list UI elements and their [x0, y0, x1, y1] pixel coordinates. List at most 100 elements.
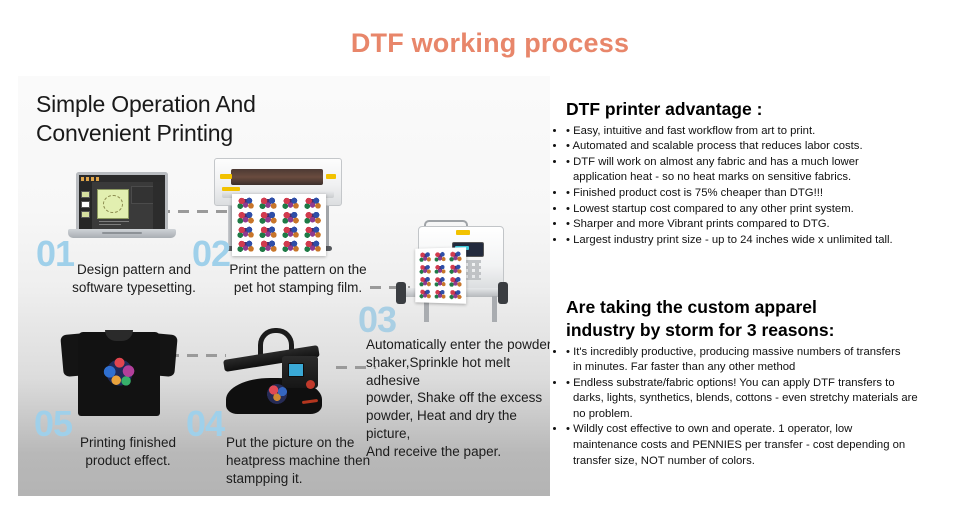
tshirt-collar	[105, 330, 133, 341]
connector-01-02	[140, 210, 232, 213]
print-motif	[260, 384, 294, 404]
step-number-03: 03	[358, 299, 397, 340]
reasons-bullet-list: • It's incredibly productive, producing …	[566, 345, 918, 470]
software-right-rail	[153, 182, 165, 229]
printer-foot-right	[321, 246, 332, 251]
software-toolbar	[79, 175, 165, 182]
printer-label-lower	[222, 187, 240, 191]
print-motif	[279, 239, 301, 253]
laptop-screen	[76, 172, 168, 229]
heat-press-body	[216, 328, 348, 420]
advantage-bullet: • Easy, intuitive and fast workflow from…	[566, 124, 893, 140]
step-text-02: Print the pattern on the pet hot stampin…	[229, 262, 367, 295]
powder-shaker-device	[396, 220, 520, 332]
step-text-04: Put the picture on the heatpress machine…	[226, 435, 371, 486]
reasons-section: Are taking the custom apparel industry b…	[566, 296, 918, 469]
print-motif	[301, 211, 323, 225]
software-thumbnail-3	[81, 211, 90, 218]
print-motif	[257, 211, 279, 225]
print-motif	[301, 197, 323, 211]
laptop-device	[68, 172, 176, 238]
print-motif	[99, 355, 140, 390]
step-number-04: 04	[186, 403, 225, 444]
powdered-film	[415, 247, 467, 304]
print-motif	[448, 250, 464, 263]
tshirt	[60, 324, 178, 416]
print-motif	[279, 225, 301, 239]
reasons-bullet: • Endless substrate/fabric options! You …	[566, 376, 918, 423]
software-canvas	[97, 189, 129, 219]
software-text-line-2	[99, 224, 121, 225]
shaker-leg-right	[492, 296, 497, 322]
reasons-heading: Are taking the custom apparel industry b…	[566, 297, 835, 340]
heat-press-display	[288, 363, 304, 377]
print-motif	[448, 288, 464, 301]
print-motif	[235, 225, 257, 239]
print-motif	[432, 250, 448, 263]
advantage-bullet: • Sharper and more Vibrant prints compar…	[566, 217, 893, 233]
print-motif	[418, 251, 432, 263]
printer-label-left	[220, 174, 232, 179]
shaker-handle	[424, 220, 468, 228]
step-number-01: 01	[36, 233, 75, 274]
advantage-bullet-list: • Easy, intuitive and fast workflow from…	[566, 124, 893, 249]
shaker-roller-end-left	[396, 282, 406, 304]
advantage-heading: DTF printer advantage :	[566, 99, 763, 119]
print-motif	[235, 197, 257, 211]
advantage-section: DTF printer advantage : • Easy, intuitiv…	[566, 98, 893, 248]
print-motif	[257, 239, 279, 253]
infographic-heading: Simple Operation And Convenient Printing	[36, 91, 256, 147]
page-title: DTF working process	[350, 28, 630, 58]
shaker-roller-end-right	[498, 282, 508, 304]
print-motif	[432, 288, 448, 301]
print-motif	[301, 225, 323, 239]
dtf-printer-device	[214, 158, 344, 258]
laptop-base	[68, 229, 176, 238]
shaker-label	[456, 230, 470, 235]
print-motif	[257, 225, 279, 239]
software-thumbnail-1	[81, 191, 90, 198]
print-motif	[432, 275, 448, 288]
printer-leg-right	[324, 206, 329, 248]
heat-press-power-button	[306, 380, 315, 389]
software-toolbar-buttons	[81, 176, 99, 181]
heat-press-arm	[258, 328, 294, 362]
software-thumbnail-2	[81, 201, 90, 208]
print-motif	[432, 263, 448, 276]
print-motif	[235, 211, 257, 225]
software-properties-panel	[131, 186, 155, 204]
printer-window	[231, 169, 323, 185]
print-motif	[257, 197, 279, 211]
printer-foot-left	[225, 246, 236, 251]
print-motif	[235, 239, 257, 253]
advantage-bullet: • Lowest startup cost compared to any ot…	[566, 202, 893, 218]
printer-label-right	[326, 174, 336, 179]
reasons-bullet: • Wildly cost effective to own and opera…	[566, 422, 918, 469]
advantage-bullet: • Finished product cost is 75% cheaper t…	[566, 186, 893, 202]
print-motif	[418, 275, 432, 288]
advantage-bullet: • DTF will work on almost any fabric and…	[566, 155, 893, 186]
printed-film-sheet	[232, 194, 326, 256]
printer-leg-left	[228, 206, 233, 248]
infographic-panel: Simple Operation And Convenient Printing…	[18, 76, 550, 496]
print-motif	[418, 263, 432, 276]
connector-03-04	[336, 366, 376, 369]
connector-04-05	[168, 354, 226, 357]
step-text-01: Design pattern and software typesetting.	[72, 262, 196, 295]
step-text-03: Automatically enter the powder shaker,Sp…	[366, 337, 550, 459]
print-motif	[279, 211, 301, 225]
advantage-bullet: • Automated and scalable process that re…	[566, 139, 893, 155]
print-motif	[279, 197, 301, 211]
reasons-bullet: • It's incredibly productive, producing …	[566, 345, 918, 376]
print-motif	[301, 239, 323, 253]
print-motif	[418, 288, 432, 300]
shaker-leg-left	[424, 296, 429, 322]
print-motif	[448, 263, 464, 275]
step-text-05: Printing finished product effect.	[79, 435, 177, 468]
step-number-02: 02	[192, 233, 231, 274]
step-number-05: 05	[34, 403, 73, 444]
software-text-line-1	[99, 221, 129, 222]
connector-02-03	[370, 286, 410, 289]
print-motif	[448, 276, 464, 288]
advantage-bullet: • Largest industry print size - up to 24…	[566, 233, 893, 249]
